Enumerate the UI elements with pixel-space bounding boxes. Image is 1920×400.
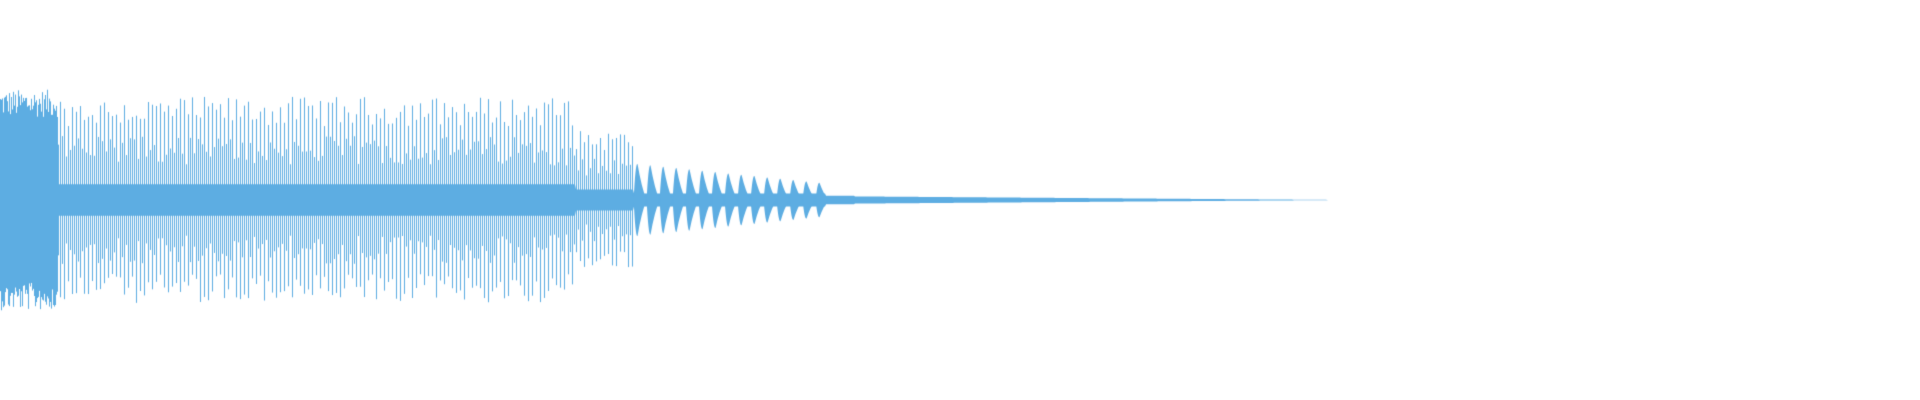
- waveform-canvas[interactable]: [0, 0, 1920, 400]
- audio-waveform-view[interactable]: [0, 0, 1920, 400]
